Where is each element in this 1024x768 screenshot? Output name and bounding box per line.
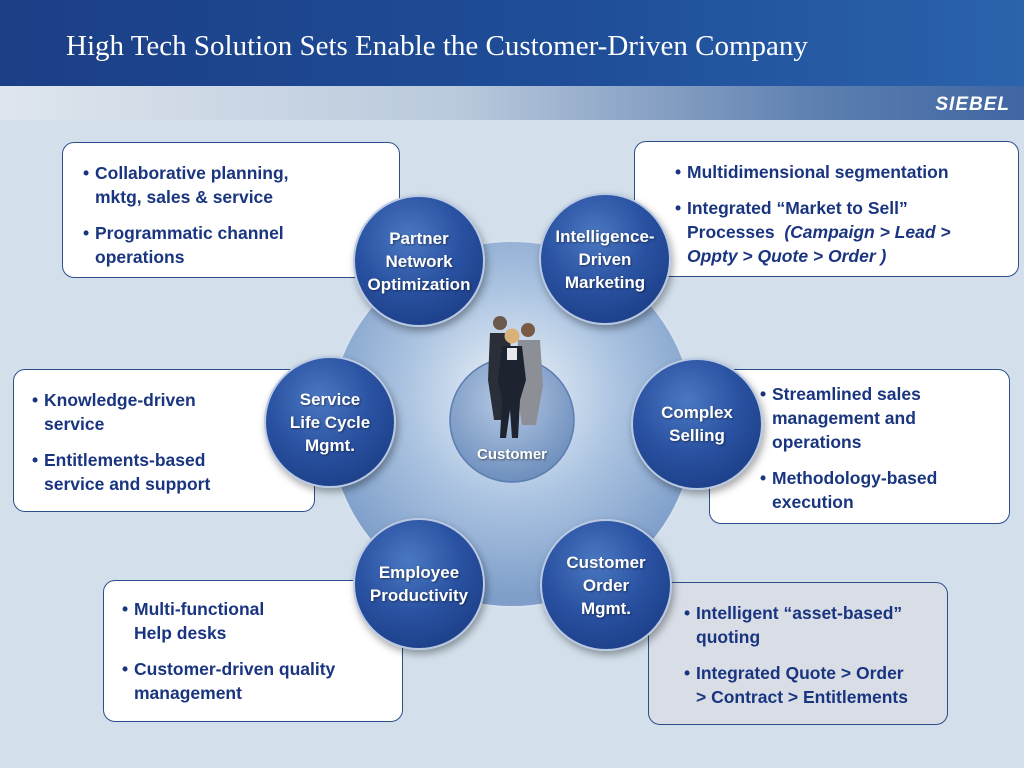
bullet-collaborative-planning: Collaborative planning,mktg, sales & ser… (83, 161, 309, 209)
bullet-multidimensional-segmentation: Multidimensional segmentation (675, 160, 1008, 184)
box-partner-network: Collaborative planning,mktg, sales & ser… (62, 142, 400, 278)
hub-label: Customer (476, 446, 547, 463)
bullet-market-to-sell: Integrated “Market to Sell”Processes (Ca… (675, 196, 1008, 268)
bullet-integrated-quote: Integrated Quote > Order> Contract > Ent… (684, 661, 941, 709)
bullet-asset-based-quoting: Intelligent “asset-based”quoting (684, 601, 941, 649)
header-bar: High Tech Solution Sets Enable the Custo… (0, 0, 1024, 86)
slide-title: High Tech Solution Sets Enable the Custo… (66, 30, 808, 62)
box-customer-order: Intelligent “asset-based”quoting Integra… (648, 582, 948, 725)
box-intelligence-marketing: Multidimensional segmentation Integrated… (634, 141, 1019, 277)
sub-banner (0, 86, 1024, 120)
siebel-logo: SIEBEL (935, 94, 1010, 115)
people-group-icon (488, 316, 543, 438)
